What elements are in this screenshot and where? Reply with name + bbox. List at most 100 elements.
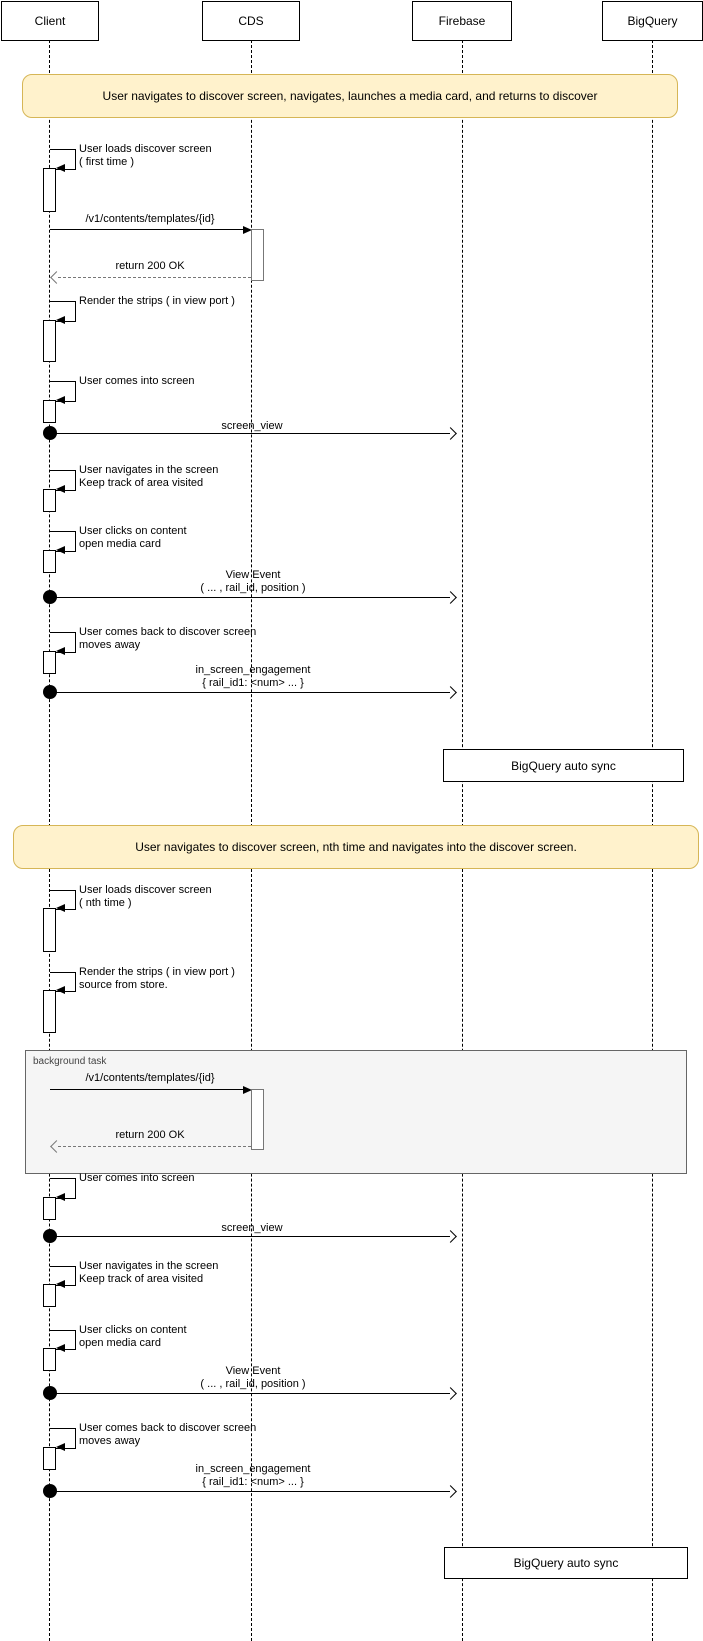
event-dot: [43, 590, 57, 604]
message-label: Render the strips ( in view port ): [79, 295, 235, 308]
event-line: [56, 1491, 450, 1492]
return-label: return 200 OK: [115, 1129, 185, 1141]
activation-bar: [43, 168, 56, 212]
message-label: User loads discover screen ( first time …: [79, 143, 212, 169]
label-line: Render the strips ( in view port ): [79, 295, 235, 307]
event-label: View Event ( ... , rail_id, position ): [53, 1365, 453, 1391]
api-call-label: /v1/contents/templates/{id}: [85, 1072, 215, 1084]
event-dot: [43, 685, 57, 699]
arrowhead-icon: [56, 986, 65, 994]
label-line: moves away: [79, 1435, 141, 1447]
activation-bar: [43, 1197, 56, 1220]
participant-cds: CDS: [202, 1, 300, 41]
arrowhead-icon: [56, 546, 65, 554]
activation-bar: [43, 651, 56, 674]
event-dot: [43, 1484, 57, 1498]
bigquery-auto-sync-box: BigQuery auto sync: [444, 1547, 688, 1579]
label-line: User loads discover screen: [79, 143, 212, 155]
label-line: User comes back to discover screen: [79, 626, 257, 638]
arrowhead-icon: [56, 1280, 65, 1288]
label-line: User navigates in the screen: [79, 464, 219, 476]
frame-label: background task: [33, 1056, 107, 1067]
label-line: View Event: [225, 1365, 281, 1377]
activation-bar: [43, 990, 56, 1033]
label-line: User comes into screen: [79, 1172, 195, 1184]
return-line: [58, 277, 251, 278]
label-line: ( ... , rail_id, position ): [200, 582, 306, 594]
activation-bar: [43, 320, 56, 362]
event-label: in_screen_engagement { rail_id1: <num> .…: [53, 664, 453, 690]
participant-label: BigQuery: [627, 14, 678, 28]
label-line: moves away: [79, 639, 141, 651]
event-line: [56, 1236, 450, 1237]
label-line: View Event: [225, 569, 281, 581]
participant-bigquery: BigQuery: [602, 1, 703, 41]
bigquery-auto-sync-box: BigQuery auto sync: [443, 749, 684, 782]
message-label: User comes back to discover screen moves…: [79, 1422, 256, 1448]
activation-bar: [43, 908, 56, 952]
arrowhead-icon: [56, 485, 65, 493]
event-dot: [43, 1229, 57, 1243]
activation-bar: [43, 550, 56, 573]
message-label: User clicks on content open media card: [79, 1324, 187, 1350]
event-label: screen_view: [221, 420, 283, 432]
participant-label: Firebase: [438, 14, 486, 28]
label-line: Render the strips ( in view port ): [79, 966, 235, 978]
arrowhead-icon: [56, 1344, 65, 1352]
label-line: User comes back to discover screen: [79, 1422, 257, 1434]
message-line: [50, 1089, 244, 1090]
label-line: source from store.: [79, 979, 168, 991]
banner-text: User navigates to discover screen, navig…: [102, 89, 598, 103]
activation-bar: [43, 1348, 56, 1371]
participant-label: CDS: [238, 14, 264, 28]
label-line: User clicks on content: [79, 1324, 187, 1336]
arrowhead-icon: [56, 396, 65, 404]
activation-bar: [43, 1284, 56, 1307]
sync-label: BigQuery auto sync: [511, 758, 616, 773]
arrowhead-icon: [56, 904, 65, 912]
label-line: Keep track of area visited: [79, 477, 204, 489]
banner-text: User navigates to discover screen, nth t…: [135, 840, 577, 854]
label-line: { rail_id1: <num> ... }: [202, 1476, 304, 1488]
participant-client: Client: [1, 1, 99, 41]
activation-bar: [43, 400, 56, 423]
api-call-label: /v1/contents/templates/{id}: [85, 213, 215, 225]
event-dot: [43, 1386, 57, 1400]
arrowhead-icon: [56, 647, 65, 655]
participant-firebase: Firebase: [412, 1, 512, 41]
activation-bar: [43, 489, 56, 512]
event-line: [56, 1393, 450, 1394]
activation-bar: [43, 1447, 56, 1470]
arrowhead-icon: [56, 1193, 65, 1201]
event-label: View Event ( ... , rail_id, position ): [53, 569, 453, 595]
label-line: User loads discover screen: [79, 884, 212, 896]
message-label: User loads discover screen ( nth time ): [79, 884, 212, 910]
message-label: User comes back to discover screen moves…: [79, 626, 256, 652]
message-line: [50, 229, 244, 230]
event-label: in_screen_engagement { rail_id1: <num> .…: [53, 1463, 453, 1489]
label-line: User comes into screen: [79, 375, 195, 387]
label-line: Keep track of area visited: [79, 1273, 204, 1285]
banner-first-visit: User navigates to discover screen, navig…: [22, 74, 678, 118]
label-line: in_screen_engagement: [195, 664, 311, 676]
arrowhead-icon: [56, 1443, 65, 1451]
message-label: User comes into screen: [79, 1172, 195, 1185]
arrowhead-icon: [56, 316, 65, 324]
return-line: [58, 1146, 251, 1147]
label-line: { rail_id1: <num> ... }: [202, 677, 304, 689]
return-label: return 200 OK: [115, 260, 185, 272]
label-line: open media card: [79, 1337, 161, 1349]
event-line: [56, 597, 450, 598]
arrowhead-icon: [56, 164, 65, 172]
label-line: ( first time ): [79, 156, 134, 168]
event-line: [56, 692, 450, 693]
label-line: User navigates in the screen: [79, 1260, 219, 1272]
message-label: User navigates in the screen Keep track …: [79, 1260, 218, 1286]
event-line: [56, 433, 450, 434]
label-line: in_screen_engagement: [195, 1463, 311, 1475]
message-label: Render the strips ( in view port ) sourc…: [79, 966, 235, 992]
message-label: User navigates in the screen Keep track …: [79, 464, 218, 490]
banner-nth-visit: User navigates to discover screen, nth t…: [13, 825, 699, 869]
label-line: open media card: [79, 538, 161, 550]
